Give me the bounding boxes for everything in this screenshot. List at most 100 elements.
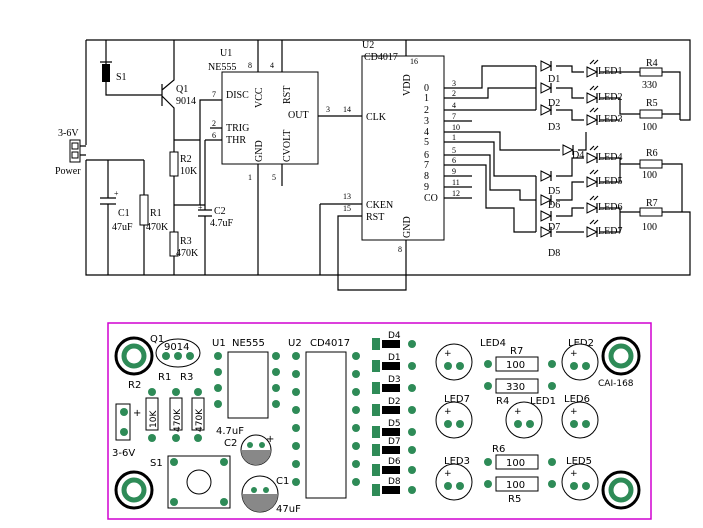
svg-text:LED6: LED6: [564, 394, 590, 405]
svg-text:47uF: 47uF: [276, 504, 301, 515]
svg-text:100: 100: [506, 480, 525, 491]
svg-text:+: +: [570, 407, 578, 417]
led-led5: LED5: [586, 169, 622, 188]
pcb-cd4017: U2 CD4017: [288, 338, 360, 499]
pcb-led: +: [561, 343, 599, 381]
svg-text:D7: D7: [548, 222, 560, 233]
cd4017-output-label: 6: [424, 150, 429, 161]
led-led7: LED7: [586, 219, 622, 238]
led-led6: LED6: [586, 195, 622, 214]
cd4017-output-pin: 1: [452, 133, 456, 142]
ic-cd4017: U2 CD4017 16 CLK CKEN RST VDD GND 14 13 …: [319, 40, 472, 291]
cd4017-output-label: 4: [424, 127, 429, 138]
power-connector: 3-6V Power: [55, 128, 86, 177]
svg-text:4: 4: [270, 61, 274, 70]
pcb-diode-d1: D1: [372, 353, 416, 372]
svg-text:4.7uF: 4.7uF: [216, 426, 244, 437]
svg-text:3-6V: 3-6V: [112, 448, 135, 459]
pcb-led: +: [435, 401, 473, 439]
diode-d6: D6: [540, 194, 560, 211]
svg-text:100: 100: [506, 360, 525, 371]
c2-value: 4.7uF: [210, 218, 234, 229]
svg-text:U2: U2: [288, 338, 302, 349]
svg-text:LED1: LED1: [530, 396, 556, 407]
resistor-r3: R3 470K: [169, 205, 199, 275]
pcb-led: +: [561, 401, 599, 439]
svg-text:+: +: [133, 408, 141, 419]
svg-text:RST: RST: [282, 86, 293, 104]
svg-text:U1: U1: [212, 338, 226, 349]
svg-text:C1: C1: [276, 476, 289, 487]
svg-text:100: 100: [642, 222, 657, 233]
cd4017-output-label: 1: [424, 93, 429, 104]
svg-text:R7: R7: [510, 346, 523, 357]
schematic: 3-6V Power S1 Q1 9014 + C1 47uF R1: [55, 39, 691, 291]
capacitor-c1: + C1 47uF: [100, 160, 133, 275]
pcb-diode-d6: D6: [372, 457, 416, 476]
svg-text:330: 330: [642, 80, 657, 91]
svg-text:6: 6: [212, 131, 216, 140]
svg-text:470K: 470K: [195, 408, 205, 432]
pcb-c1: C1 47uF: [241, 475, 301, 515]
svg-text:GND: GND: [402, 216, 413, 238]
svg-text:+: +: [114, 189, 119, 198]
cd4017-output-label: 9: [424, 182, 429, 193]
svg-text:LED5: LED5: [566, 456, 592, 467]
board-id: CAI-168: [598, 379, 634, 389]
svg-text:NE555: NE555: [232, 338, 265, 349]
svg-text:16: 16: [410, 57, 418, 66]
svg-text:R3: R3: [180, 372, 193, 383]
u2-part-label: CD4017: [364, 52, 398, 63]
svg-text:CVOLT: CVOLT: [282, 130, 293, 162]
svg-text:CKEN: CKEN: [366, 200, 393, 211]
svg-text:VDD: VDD: [402, 74, 413, 96]
cd4017-output-pin: 9: [452, 167, 456, 176]
svg-text:D3: D3: [548, 122, 560, 133]
u1-label: U1: [220, 48, 232, 59]
r2-value: 10K: [180, 166, 198, 177]
svg-text:D2: D2: [388, 397, 401, 407]
vcc-rail: [86, 39, 691, 121]
capacitor-c2: + C2 4.7uF: [198, 140, 234, 275]
pcb-diode-d4: D4: [372, 331, 416, 350]
q1-label: Q1: [176, 84, 188, 95]
svg-text:D4: D4: [572, 150, 584, 161]
svg-text:D4: D4: [388, 331, 401, 341]
svg-text:Q1: Q1: [150, 334, 164, 345]
svg-text:100: 100: [642, 122, 657, 133]
u2-label: U2: [362, 40, 374, 51]
r1-value: 470K: [146, 222, 169, 233]
svg-text:R5: R5: [508, 494, 521, 505]
svg-text:15: 15: [343, 204, 351, 213]
resistor-r4: R4 330: [600, 58, 681, 120]
svg-text:D5: D5: [388, 419, 401, 429]
svg-text:8: 8: [248, 61, 252, 70]
power-voltage-label: 3-6V: [58, 128, 79, 139]
c1-label: C1: [118, 208, 130, 219]
svg-text:9014: 9014: [164, 342, 189, 353]
pcb-diode-d7: D7: [372, 437, 416, 456]
svg-text:DISC: DISC: [226, 90, 249, 101]
pcb-resistors-left: R2 R1 R3 10K 470K 470K: [128, 372, 205, 442]
svg-text:+: +: [570, 349, 578, 359]
resistor-r6: R6 100: [600, 148, 683, 212]
r2-label: R2: [180, 154, 192, 165]
svg-text:+: +: [570, 469, 578, 479]
ic-ne555: U1 NE555 DISC TRIG THR OUT VCC RST GND C…: [208, 40, 348, 275]
svg-text:14: 14: [343, 105, 351, 114]
svg-text:5: 5: [272, 173, 276, 182]
resistor-r7: R7 100: [600, 198, 682, 233]
svg-text:R5: R5: [646, 98, 658, 109]
cd4017-output-pin: 6: [452, 156, 456, 165]
svg-text:100: 100: [642, 170, 657, 181]
svg-text:R4: R4: [646, 58, 658, 69]
diode-d4: D4: [562, 144, 584, 161]
pcb-diode-d3: D3: [372, 375, 416, 394]
svg-text:7: 7: [212, 90, 216, 99]
led-led2: LED2: [586, 85, 622, 104]
led-led4: LED4: [586, 145, 622, 164]
svg-text:OUT: OUT: [288, 110, 309, 121]
